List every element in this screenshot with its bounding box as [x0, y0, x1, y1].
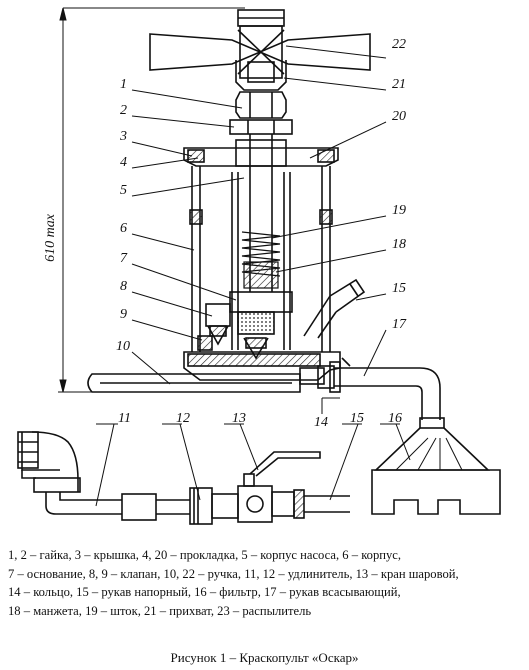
base [183, 351, 341, 385]
part-label-11: 11 [118, 411, 131, 426]
filter [371, 417, 501, 515]
legend-line: 14 – кольцо, 15 – рукав напорный, 16 – ф… [8, 585, 401, 600]
dimension-text: 610 max [43, 213, 58, 262]
part-label-9: 9 [120, 307, 127, 322]
pressure-hose-outlet [303, 278, 366, 339]
cuff-spring [241, 231, 281, 289]
legend-line: 7 – основание, 8, 9 – клапан, 10, 22 – р… [8, 566, 459, 581]
legend-line: 18 – манжета, 19 – шток, 21 – прихват, 2… [8, 603, 312, 618]
part-label-8: 8 [120, 279, 127, 294]
figure-caption: Рисунок 1 – Краскопульт «Оскар» [170, 650, 359, 665]
pressure-hose [293, 489, 350, 519]
part-label-22: 22 [392, 37, 406, 52]
suction-hose [317, 357, 441, 420]
legend-line: 1, 2 – гайка, 3 – крышка, 4, 20 – прокла… [8, 548, 402, 562]
sprayer-assembly-drawing: 610 max 1 2 3 4 5 6 7 8 9 10 22 21 20 19… [17, 7, 501, 525]
leader-lines [95, 45, 411, 507]
part-label-1: 1 [120, 77, 127, 92]
part-label-6: 6 [120, 221, 127, 236]
handle-t-bar [149, 9, 371, 79]
valve-assembly [197, 291, 293, 360]
part-label-15a: 15 [392, 281, 406, 296]
part-label-10: 10 [116, 339, 130, 354]
part-label-14: 14 [314, 415, 328, 430]
part-label-16: 16 [388, 411, 402, 426]
extension-tubes [96, 487, 239, 525]
part-label-2: 2 [120, 103, 127, 118]
part-label-4: 4 [120, 155, 127, 170]
part-label-18: 18 [392, 237, 406, 252]
part-label-19: 19 [392, 203, 406, 218]
part-label-3: 3 [119, 129, 127, 144]
parts-legend: 1, 2 – гайка, 3 – крышка, 4, 20 – прокла… [8, 546, 523, 620]
part-label-17: 17 [392, 317, 407, 332]
nut-1 [235, 91, 287, 119]
part-label-7: 7 [120, 251, 128, 266]
part-labels: 1 2 3 4 5 6 7 8 9 10 22 21 20 19 18 15 1… [116, 37, 407, 430]
part-label-21: 21 [392, 77, 406, 92]
nut-2 [229, 119, 293, 135]
outer-body [189, 166, 333, 352]
part-label-20: 20 [392, 109, 406, 124]
part-label-5: 5 [120, 183, 127, 198]
part-label-15b: 15 [350, 411, 364, 426]
part-label-12: 12 [176, 411, 190, 426]
foot-handle [87, 373, 301, 393]
part-label-13: 13 [232, 411, 246, 426]
cover [183, 139, 339, 167]
elbow-fitting [17, 431, 96, 515]
clamp [235, 60, 287, 91]
